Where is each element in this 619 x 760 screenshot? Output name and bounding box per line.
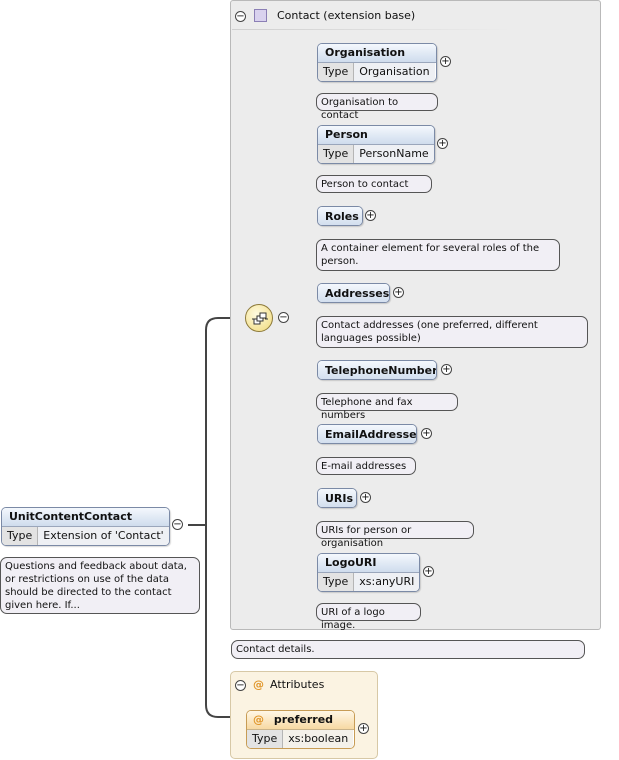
attribute-at-icon: @ bbox=[253, 678, 264, 691]
element-telephone-numbers[interactable]: TelephoneNumbers bbox=[317, 360, 437, 380]
expand-icon[interactable]: + bbox=[421, 428, 432, 439]
sequence-collapse-icon[interactable]: − bbox=[278, 312, 289, 323]
attribute-preferred[interactable]: @ preferred Type xs:boolean bbox=[246, 710, 355, 749]
connector-root-attributes bbox=[205, 525, 246, 718]
element-addresses[interactable]: Addresses bbox=[317, 283, 390, 303]
base-title-divider bbox=[232, 29, 512, 30]
element-roles[interactable]: Roles bbox=[317, 206, 363, 226]
connector-root-sequence bbox=[188, 317, 246, 526]
expand-icon[interactable]: + bbox=[437, 138, 448, 149]
element-name: Person bbox=[318, 126, 434, 144]
expand-icon[interactable]: + bbox=[360, 492, 371, 503]
attribute-expand-icon[interactable]: + bbox=[358, 723, 369, 734]
attribute-name: preferred bbox=[273, 713, 334, 726]
element-doc: URI of a logo image. bbox=[316, 603, 421, 631]
element-name: TelephoneNumbers bbox=[318, 361, 436, 379]
element-name: LogoURI bbox=[318, 554, 419, 572]
element-doc: URIs for person or organisation bbox=[316, 521, 474, 549]
complex-type-icon bbox=[254, 9, 267, 22]
base-collapse-icon[interactable]: − bbox=[235, 11, 246, 22]
element-doc: Contact addresses (one preferred, differ… bbox=[316, 316, 588, 348]
type-key: Type bbox=[247, 730, 284, 748]
element-name: Roles bbox=[318, 207, 362, 225]
element-doc: Person to contact bbox=[316, 175, 432, 193]
root-type-value: Extension of 'Contact' bbox=[38, 527, 169, 545]
expand-icon[interactable]: + bbox=[393, 287, 404, 298]
expand-icon[interactable]: + bbox=[441, 364, 452, 375]
sequence-icon[interactable] bbox=[245, 304, 273, 332]
element-doc: E-mail addresses bbox=[316, 457, 416, 475]
attribute-at-icon: @ bbox=[253, 713, 264, 726]
type-key: Type bbox=[318, 573, 355, 591]
attributes-title: Attributes bbox=[270, 678, 325, 691]
type-value: xs:anyURI bbox=[354, 573, 419, 591]
type-value: Organisation bbox=[354, 63, 435, 81]
expand-icon[interactable]: + bbox=[423, 566, 434, 577]
attributes-collapse-icon[interactable]: − bbox=[235, 680, 246, 691]
expand-icon[interactable]: + bbox=[440, 56, 451, 67]
element-email-addresses[interactable]: EmailAddresses bbox=[317, 424, 417, 444]
attribute-head: @ preferred bbox=[247, 711, 354, 729]
type-key: Type bbox=[318, 145, 355, 163]
element-name: Organisation bbox=[318, 44, 436, 62]
root-documentation: Questions and feedback about data, or re… bbox=[0, 557, 200, 614]
element-name: URIs bbox=[318, 489, 356, 507]
root-type-key: Type bbox=[2, 527, 39, 545]
element-name: EmailAddresses bbox=[318, 425, 416, 443]
element-person[interactable]: Person Type PersonName bbox=[317, 125, 435, 164]
root-element-name: UnitContentContact bbox=[2, 508, 169, 526]
base-title: Contact (extension base) bbox=[277, 9, 416, 22]
element-doc: Organisation to contact bbox=[316, 93, 438, 121]
type-key: Type bbox=[318, 63, 355, 81]
element-doc: Telephone and fax numbers bbox=[316, 393, 458, 421]
element-logo-uri[interactable]: LogoURI Type xs:anyURI bbox=[317, 553, 420, 592]
root-collapse-icon[interactable]: − bbox=[172, 519, 183, 530]
element-uris[interactable]: URIs bbox=[317, 488, 357, 508]
element-organisation[interactable]: Organisation Type Organisation bbox=[317, 43, 437, 82]
expand-icon[interactable]: + bbox=[365, 210, 376, 221]
base-documentation: Contact details. bbox=[231, 640, 585, 659]
type-value: PersonName bbox=[354, 145, 434, 163]
type-value: xs:boolean bbox=[283, 730, 354, 748]
element-doc: A container element for several roles of… bbox=[316, 239, 560, 271]
element-name: Addresses bbox=[318, 284, 389, 302]
root-element[interactable]: UnitContentContact Type Extension of 'Co… bbox=[1, 507, 170, 546]
